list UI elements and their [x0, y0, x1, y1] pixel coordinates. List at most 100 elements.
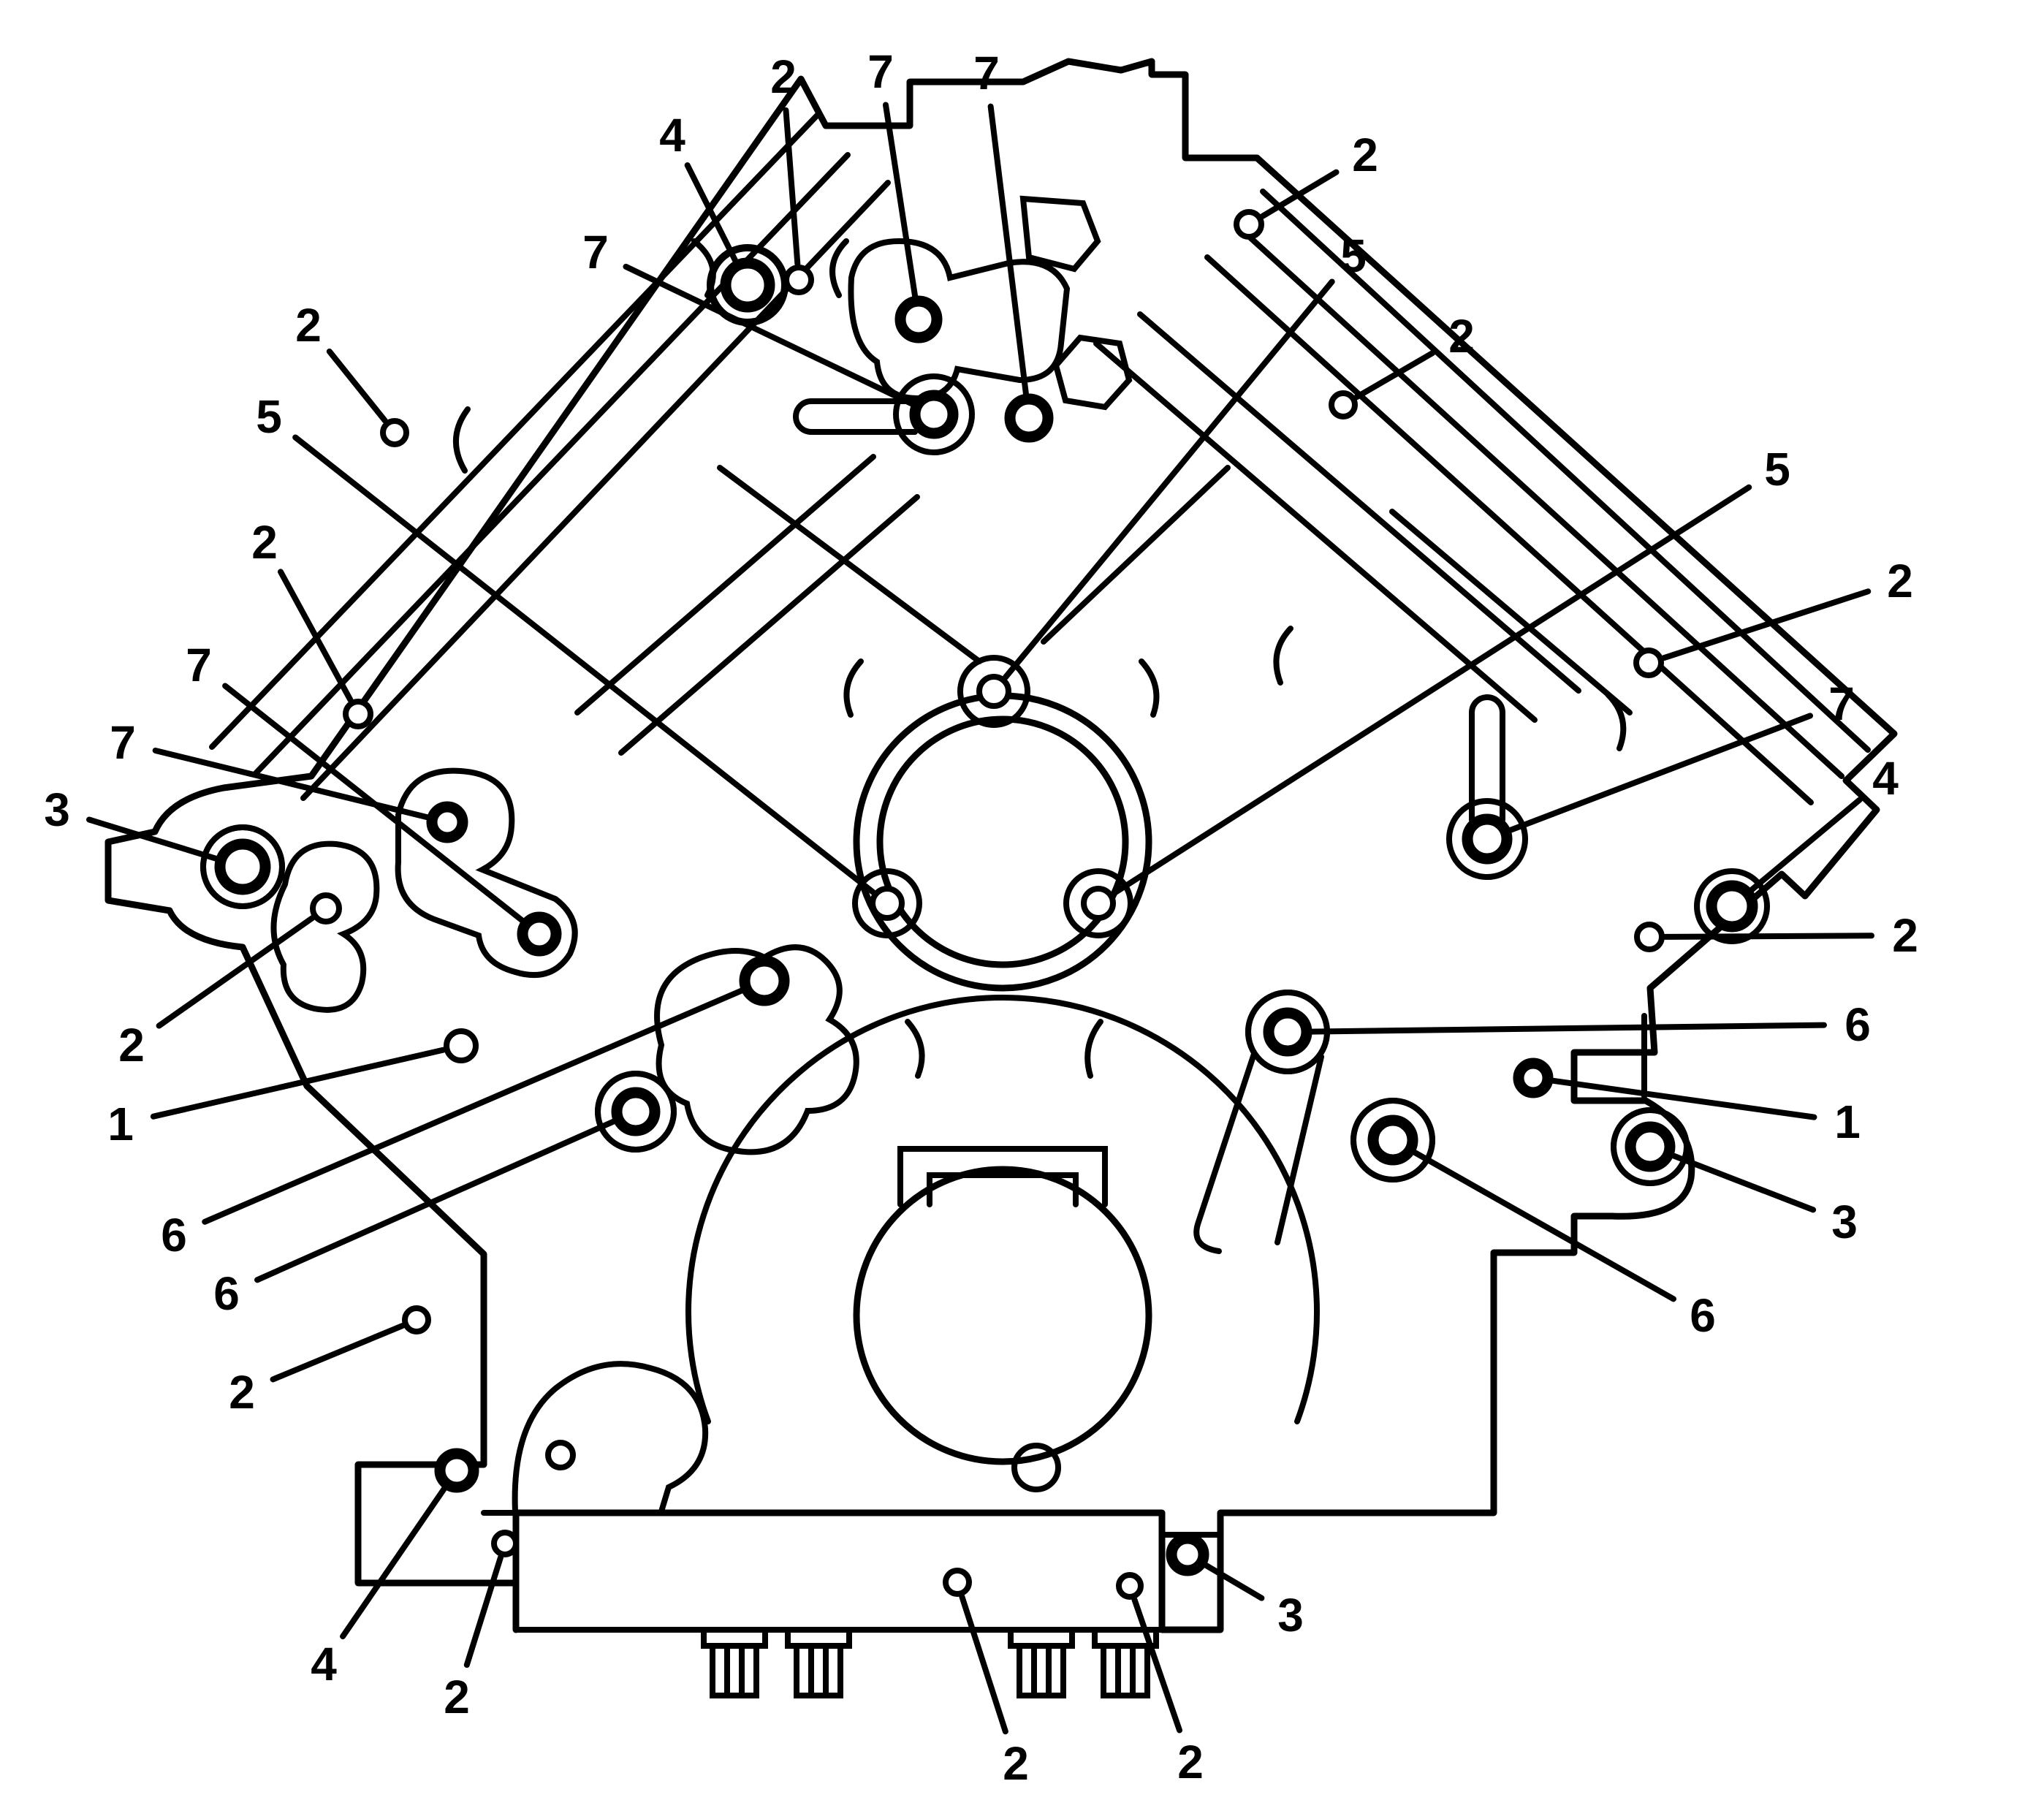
callout-label: 4	[311, 1638, 337, 1690]
boss-ring	[1350, 1098, 1435, 1182]
leader-line	[340, 1484, 449, 1640]
left-gasket	[270, 767, 578, 1013]
bolt-hole-circle	[380, 418, 409, 447]
callout-label: 1	[107, 1098, 134, 1150]
leader-line	[882, 102, 919, 301]
crankshaft-bore	[685, 995, 1320, 1465]
leader-line	[1747, 797, 1863, 894]
leader-line	[987, 103, 1030, 399]
leader-line	[1410, 1148, 1676, 1302]
bolt-hole-circle	[1706, 880, 1758, 933]
boss-ring-layer	[200, 246, 1770, 1186]
bolt-hole-circle	[720, 257, 775, 313]
leader-line	[86, 816, 221, 862]
bolt-hole-circle	[1329, 390, 1358, 419]
callout-label: 2	[1352, 129, 1378, 181]
boss-ring	[893, 373, 975, 455]
bottom-bracket	[512, 1361, 1223, 1538]
leader-line	[1111, 484, 1752, 897]
bolt-hole-circle	[1116, 1572, 1144, 1600]
callout-label: 3	[44, 783, 70, 836]
boss-ring	[595, 1071, 677, 1153]
callout-label: 6	[1844, 998, 1871, 1051]
bolt-hole-circle	[343, 699, 373, 729]
leader-line	[326, 348, 388, 424]
bolt-hole-circle	[894, 295, 943, 343]
bolt-hole-circle	[310, 892, 342, 925]
bolt-hole-circle	[943, 1568, 972, 1597]
leader-line	[1548, 1077, 1817, 1120]
boss-ring	[1611, 1107, 1690, 1186]
callout-label: 1	[1834, 1096, 1861, 1148]
callout-label: 5	[1340, 229, 1367, 282]
callout-label: 2	[229, 1366, 255, 1419]
callout-label: 6	[213, 1267, 240, 1320]
callout-label: 5	[1764, 443, 1790, 496]
callout-label: 2	[118, 1019, 145, 1071]
left-deck-lines	[209, 113, 891, 801]
leader-line	[152, 747, 432, 821]
callout-label: 7	[973, 47, 1000, 99]
callout-label: 7	[110, 716, 136, 769]
leader-line	[150, 1047, 447, 1120]
leader-line	[463, 1554, 504, 1668]
bolt-hole-circle	[214, 838, 271, 895]
bolt-hole-circle	[426, 801, 468, 843]
callout-label: 7	[186, 639, 212, 691]
right-deck-lines	[1204, 189, 1871, 805]
leader-line	[1002, 278, 1335, 680]
leader-line	[783, 107, 801, 267]
leader-line	[156, 915, 316, 1029]
boss-ring	[1694, 868, 1770, 944]
callout-label: 2	[444, 1671, 470, 1723]
stud-bolts	[701, 1627, 1159, 1698]
top-gasket	[848, 195, 1101, 402]
cam-bore-flange	[852, 655, 1152, 992]
callout-label: 3	[1831, 1196, 1858, 1248]
boss-ring	[708, 246, 787, 324]
leader-line	[270, 1323, 406, 1383]
leader-line	[278, 569, 354, 703]
bolt-hole-circle	[1513, 1058, 1554, 1098]
boss-ring	[1446, 798, 1528, 880]
callout-label: 2	[1003, 1737, 1029, 1790]
bolt-hole-circle	[1166, 1533, 1209, 1576]
bolt-hole-circle	[1633, 648, 1664, 678]
leader-line	[623, 263, 917, 408]
leader-line	[1307, 1022, 1828, 1035]
callout-label: 2	[1887, 555, 1913, 607]
right-key-slot	[1469, 694, 1505, 823]
bolt-hole-circle	[1625, 1121, 1676, 1172]
leader-line	[1201, 1561, 1265, 1601]
callout-label: 4	[659, 109, 685, 162]
bolt-hole-circle	[1634, 922, 1665, 952]
bolt-hole-circle	[976, 674, 1011, 709]
leader-line	[959, 1593, 1008, 1735]
boss-ring	[200, 824, 285, 909]
callout-label: 6	[1690, 1289, 1716, 1342]
bolt-hole-circle	[1081, 886, 1116, 921]
oil-pan-rail	[481, 1510, 1165, 1698]
leader-line	[1662, 933, 1875, 940]
bolt-hole-circle	[1367, 1115, 1418, 1166]
callout-label: 2	[1448, 310, 1475, 362]
leader-line	[254, 1117, 618, 1283]
bolt-hole-circle	[444, 1028, 479, 1063]
bolt-hole-circle	[517, 911, 562, 957]
bolt-hole-circle	[909, 390, 959, 439]
leader-line	[1668, 1152, 1817, 1213]
engine-block-art	[105, 58, 1898, 1698]
bolt-hole-circle	[783, 265, 814, 295]
callout-label: 7	[867, 45, 894, 98]
bolt-hole-circle	[1004, 393, 1054, 443]
bolt-hole-layer	[214, 209, 1758, 1600]
callout-label: 2	[251, 516, 278, 569]
callout-label: 7	[1828, 677, 1855, 730]
leader-line	[202, 987, 746, 1225]
callout-label: 2	[295, 299, 322, 352]
leader-line	[292, 434, 876, 895]
leader-line	[1259, 169, 1340, 219]
left-key-slot	[793, 334, 1133, 435]
